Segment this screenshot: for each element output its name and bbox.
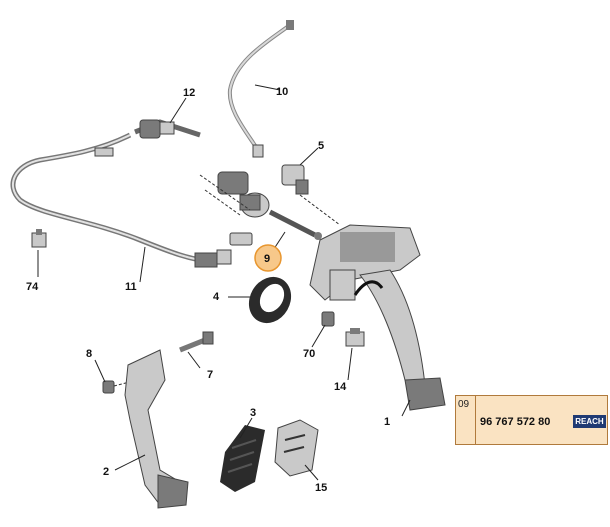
callout-14: 14: [334, 381, 347, 393]
callouts: 10 12 5 9 74 11 4 70 8 7 14 3 1 2 15: [26, 86, 390, 494]
callout-7: 7: [207, 369, 213, 381]
part-4-ring: [248, 276, 292, 324]
callout-1: 1: [384, 416, 390, 428]
callout-3: 3: [250, 407, 256, 419]
part-14-switch: [345, 328, 365, 347]
part-70-nut: [321, 311, 335, 327]
callout-74: 74: [26, 281, 39, 293]
part-reference-box: 09 96 767 572 80 REACH: [455, 395, 608, 445]
switch-assembly: [199, 171, 322, 246]
part-2-pedal: [124, 349, 189, 509]
part-11-cable: [10, 132, 232, 268]
callout-11: 11: [125, 281, 137, 293]
part-74-clip: [31, 229, 47, 248]
part-12-connector: [134, 119, 201, 139]
part-7-bolt: [179, 331, 214, 353]
callout-70: 70: [303, 348, 315, 360]
callout-9: 9: [264, 253, 270, 265]
callout-12: 12: [183, 87, 195, 99]
callout-8: 8: [86, 348, 92, 360]
callout-2: 2: [103, 466, 109, 478]
part-3-pad: [220, 425, 265, 492]
part-1-pedal-assembly: [309, 224, 446, 411]
callout-10: 10: [276, 86, 288, 98]
reach-badge: REACH: [573, 415, 606, 428]
callout-5: 5: [318, 140, 324, 152]
reference-index: 09: [458, 399, 470, 410]
part-15-pad: [274, 419, 319, 477]
callout-15: 15: [315, 482, 327, 494]
part-5-sensor: [281, 164, 341, 226]
reference-part-number: 96 767 572 80: [480, 416, 551, 428]
callout-9-highlight: [254, 244, 282, 272]
part-10-rod: [227, 20, 294, 158]
callout-4: 4: [213, 291, 220, 303]
reference-index-cell: 09: [456, 396, 476, 444]
